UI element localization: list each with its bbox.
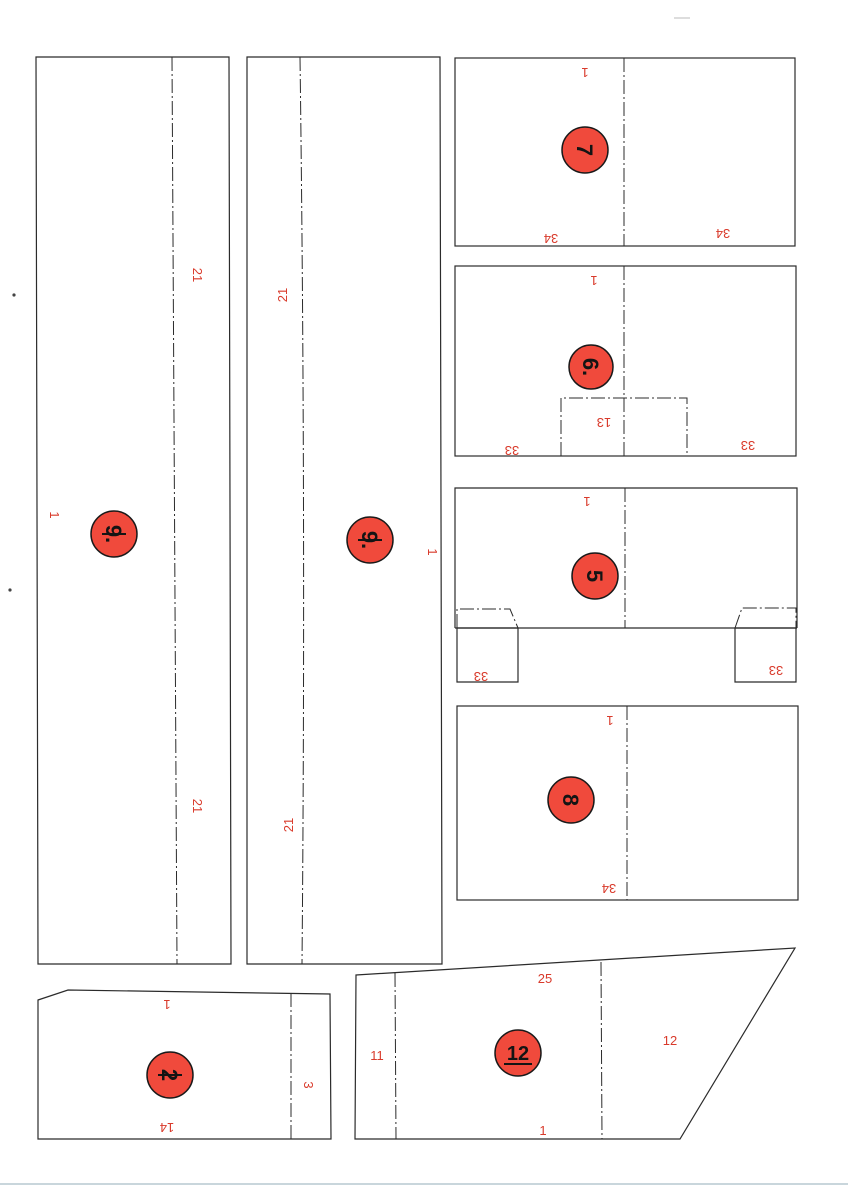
- part-9-left-fold-label-top: 21: [190, 268, 205, 282]
- part-9-middle: 21 21 1 9.: [246, 56, 443, 965]
- part-7-outline: [454, 57, 796, 247]
- part-7-bottom-left-label: 34: [544, 231, 558, 246]
- part-12-bottom-label: 1: [539, 1123, 546, 1138]
- scan-speck: [8, 588, 12, 592]
- part-7: 1 34 34 7: [454, 57, 796, 247]
- part-9-left-edge-label: 1: [47, 511, 62, 518]
- part-5-tab-right-label: 33: [769, 663, 783, 678]
- part-12-fold-line-right: [600, 961, 603, 1140]
- part-9-left: 21 21 1 9.: [35, 56, 232, 965]
- part-5-badge: [571, 552, 619, 600]
- part-2-bottom-label: 14: [160, 1120, 174, 1135]
- part-6-top-label: 1: [590, 273, 597, 288]
- part-12-outline: [354, 947, 797, 1140]
- part-2-fold-label: 3: [301, 1081, 316, 1088]
- part-8-badge: [547, 776, 595, 824]
- part-12-left-label: 11: [370, 1048, 384, 1063]
- part-12-top-label: 25: [538, 971, 552, 986]
- part-6-outline: [454, 265, 797, 457]
- part-12-right-label: 12: [663, 1033, 677, 1048]
- part-6-tab-label: 13: [597, 415, 611, 430]
- part-2-top-label: 1: [163, 997, 170, 1012]
- part-5-outline: [454, 487, 798, 628]
- part-8: 1 34 8: [456, 705, 799, 901]
- part-9-middle-edge-label: 1: [425, 548, 440, 555]
- part-5: 1 33 33 5: [454, 487, 798, 684]
- part-8-bottom-label: 34: [602, 881, 616, 896]
- part-7-number: 7: [572, 144, 597, 156]
- part-5-top-label: 1: [583, 494, 590, 509]
- part-8-number: 8: [558, 794, 583, 806]
- part-6: 1 13 33 33 6.: [454, 265, 797, 458]
- part-9-middle-fold-label-bottom: 21: [281, 818, 296, 832]
- part-6-number: 6.: [578, 358, 603, 376]
- part-2-outline: [37, 989, 332, 1140]
- part-5-tab-left-fold: [456, 608, 519, 629]
- part-9-left-fold-line: [171, 56, 178, 965]
- part-5-tab-right: [734, 627, 797, 683]
- part-9-left-outline: [35, 56, 232, 965]
- part-12: 11 25 12 1 12: [354, 947, 797, 1140]
- part-9-left-fold-label-bottom: 21: [190, 799, 205, 813]
- part-9-middle-fold-line: [299, 56, 305, 965]
- part-8-top-label: 1: [606, 713, 613, 728]
- part-5-number: 5: [582, 570, 607, 582]
- part-5-tab-left-label: 33: [474, 669, 488, 684]
- part-12-number: 12: [507, 1043, 529, 1065]
- part-7-badge: [561, 126, 609, 174]
- part-9-middle-fold-label-top: 21: [275, 288, 290, 302]
- part-6-badge: [568, 344, 614, 390]
- part-5-tab-right-fold: [734, 607, 797, 629]
- part-2: 1 14 3 2: [37, 989, 332, 1140]
- part-6-tab-outline: [560, 397, 688, 456]
- part-5-tab-left: [456, 627, 519, 683]
- part-12-fold-line-left: [394, 972, 397, 1140]
- part-6-bottom-left-label: 33: [505, 443, 519, 458]
- part-9-middle-outline: [246, 56, 443, 965]
- part-6-bottom-right-label: 33: [741, 438, 755, 453]
- part-7-bottom-right-label: 34: [716, 226, 730, 241]
- scan-speck: [12, 293, 16, 297]
- part-7-top-label: 1: [581, 65, 588, 80]
